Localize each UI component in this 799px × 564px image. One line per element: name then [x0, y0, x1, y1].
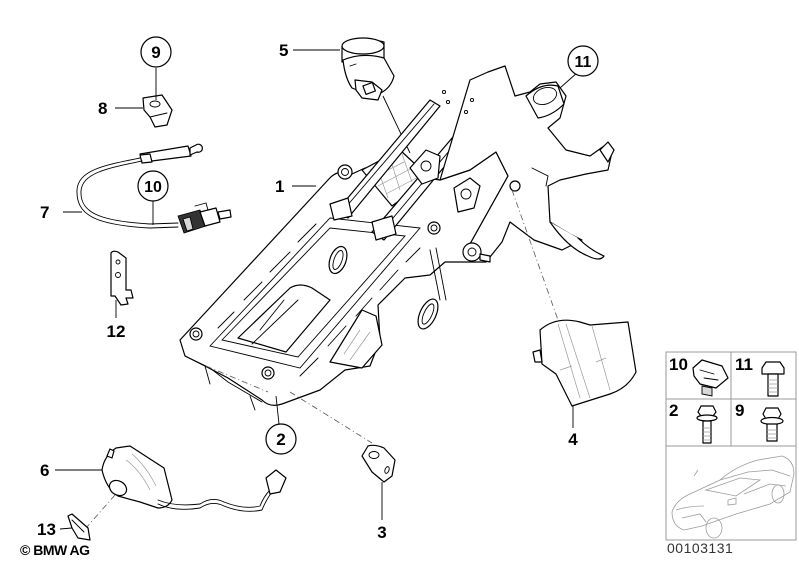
bracket-washer-part [361, 444, 396, 483]
callout-2[interactable]: 2 [265, 423, 297, 455]
leader-3-dashed [289, 391, 373, 444]
callout-4[interactable]: 4 [568, 430, 578, 449]
svg-text:6: 6 [40, 461, 49, 480]
hex-bolt-icon [761, 361, 785, 397]
svg-text:10: 10 [144, 179, 162, 196]
ignition-lock-housing-part [532, 319, 637, 407]
legend-item-2[interactable]: 2 [669, 401, 718, 444]
switch-with-cable-part [101, 445, 287, 512]
leader-4-dashed [511, 189, 559, 321]
leader-2 [275, 395, 280, 425]
lock-cylinder-part [341, 37, 395, 101]
legend-item-9[interactable]: 9 [735, 401, 784, 442]
legend-item-10[interactable]: 10 [669, 355, 729, 397]
svg-text:5: 5 [279, 41, 288, 60]
clip-nut-part [142, 94, 173, 128]
copyright-notice: © BMW AG [20, 542, 90, 558]
svg-text:2: 2 [669, 401, 678, 420]
callout-1[interactable]: 1 [275, 177, 284, 196]
svg-text:13: 13 [37, 520, 56, 539]
callout-5[interactable]: 5 [279, 41, 288, 60]
callout-6[interactable]: 6 [40, 461, 49, 480]
svg-text:9: 9 [735, 401, 744, 420]
leader-13-dashed [85, 494, 116, 529]
svg-text:11: 11 [735, 355, 753, 374]
label-clip-part [67, 513, 91, 541]
svg-text:1: 1 [275, 177, 284, 196]
svg-text:11: 11 [575, 54, 592, 71]
svg-text:8: 8 [98, 99, 107, 118]
svg-text:2: 2 [276, 430, 285, 449]
svg-text:12: 12 [107, 322, 126, 341]
leader-13 [59, 527, 73, 530]
svg-text:9: 9 [151, 43, 160, 62]
short-flange-bolt-icon [760, 407, 784, 442]
callout-3[interactable]: 3 [377, 523, 386, 542]
callout-8[interactable]: 8 [98, 99, 107, 118]
svg-text:3: 3 [377, 523, 386, 542]
callout-11[interactable]: 11 [567, 45, 599, 77]
cable-sensor-part [76, 143, 232, 234]
document-number: 00103131 [667, 540, 733, 556]
callout-7[interactable]: 7 [40, 203, 49, 222]
callout-10[interactable]: 10 [137, 170, 169, 202]
callout-9[interactable]: 9 [140, 36, 172, 68]
sedan-outline-icon [671, 455, 795, 539]
svg-text:10: 10 [669, 355, 688, 374]
steering-shaft-housing-part [409, 65, 615, 263]
flange-bolt-icon [696, 405, 718, 444]
bracket-plate-part [110, 250, 134, 306]
callout-13[interactable]: 13 [37, 520, 56, 539]
callout-12[interactable]: 12 [107, 322, 126, 341]
legend-item-11[interactable]: 11 [735, 355, 785, 397]
svg-text:4: 4 [568, 430, 578, 449]
hardware-legend: 10 11 2 [665, 351, 797, 541]
leader-2-dashed-a [205, 365, 269, 393]
spring-nut-icon [692, 359, 729, 397]
leader-11 [559, 71, 579, 89]
svg-text:7: 7 [40, 203, 49, 222]
